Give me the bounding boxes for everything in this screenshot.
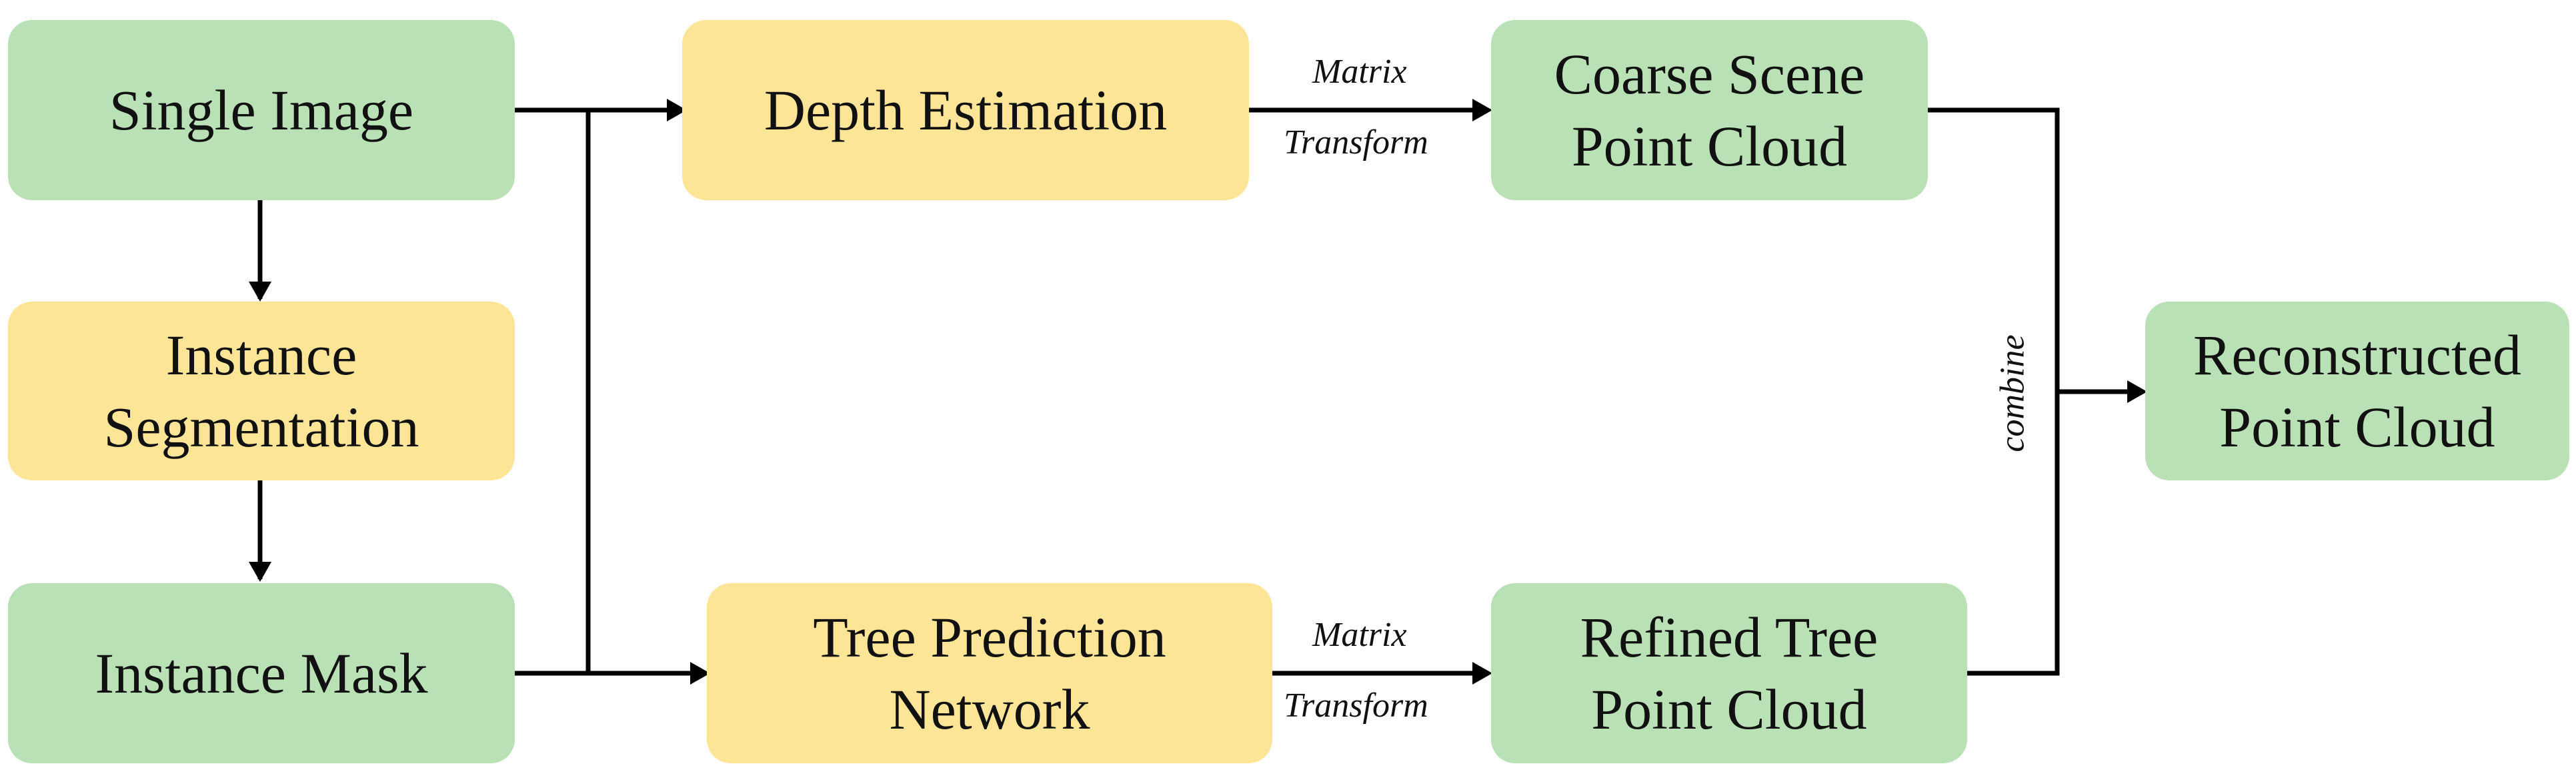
node-instance-segmentation: Instance Segmentation [8, 302, 515, 480]
label-top-transform: Transform [1284, 123, 1428, 161]
node-tree-prediction-network: Tree Prediction Network [707, 583, 1272, 763]
label-bottom-transform: Transform [1284, 687, 1428, 725]
node-single-image: Single Image [8, 20, 515, 200]
label-combine: combine [1993, 334, 2032, 452]
node-refined-tree-point-cloud: Refined Tree Point Cloud [1491, 583, 1967, 763]
label-top-matrix: Matrix [1312, 53, 1407, 91]
label-bottom-matrix: Matrix [1312, 616, 1407, 654]
node-reconstructed-point-cloud: Reconstructed Point Cloud [2145, 302, 2569, 480]
node-depth-estimation: Depth Estimation [682, 20, 1249, 200]
node-instance-mask: Instance Mask [8, 583, 515, 763]
node-coarse-scene-point-cloud: Coarse Scene Point Cloud [1491, 20, 1928, 200]
